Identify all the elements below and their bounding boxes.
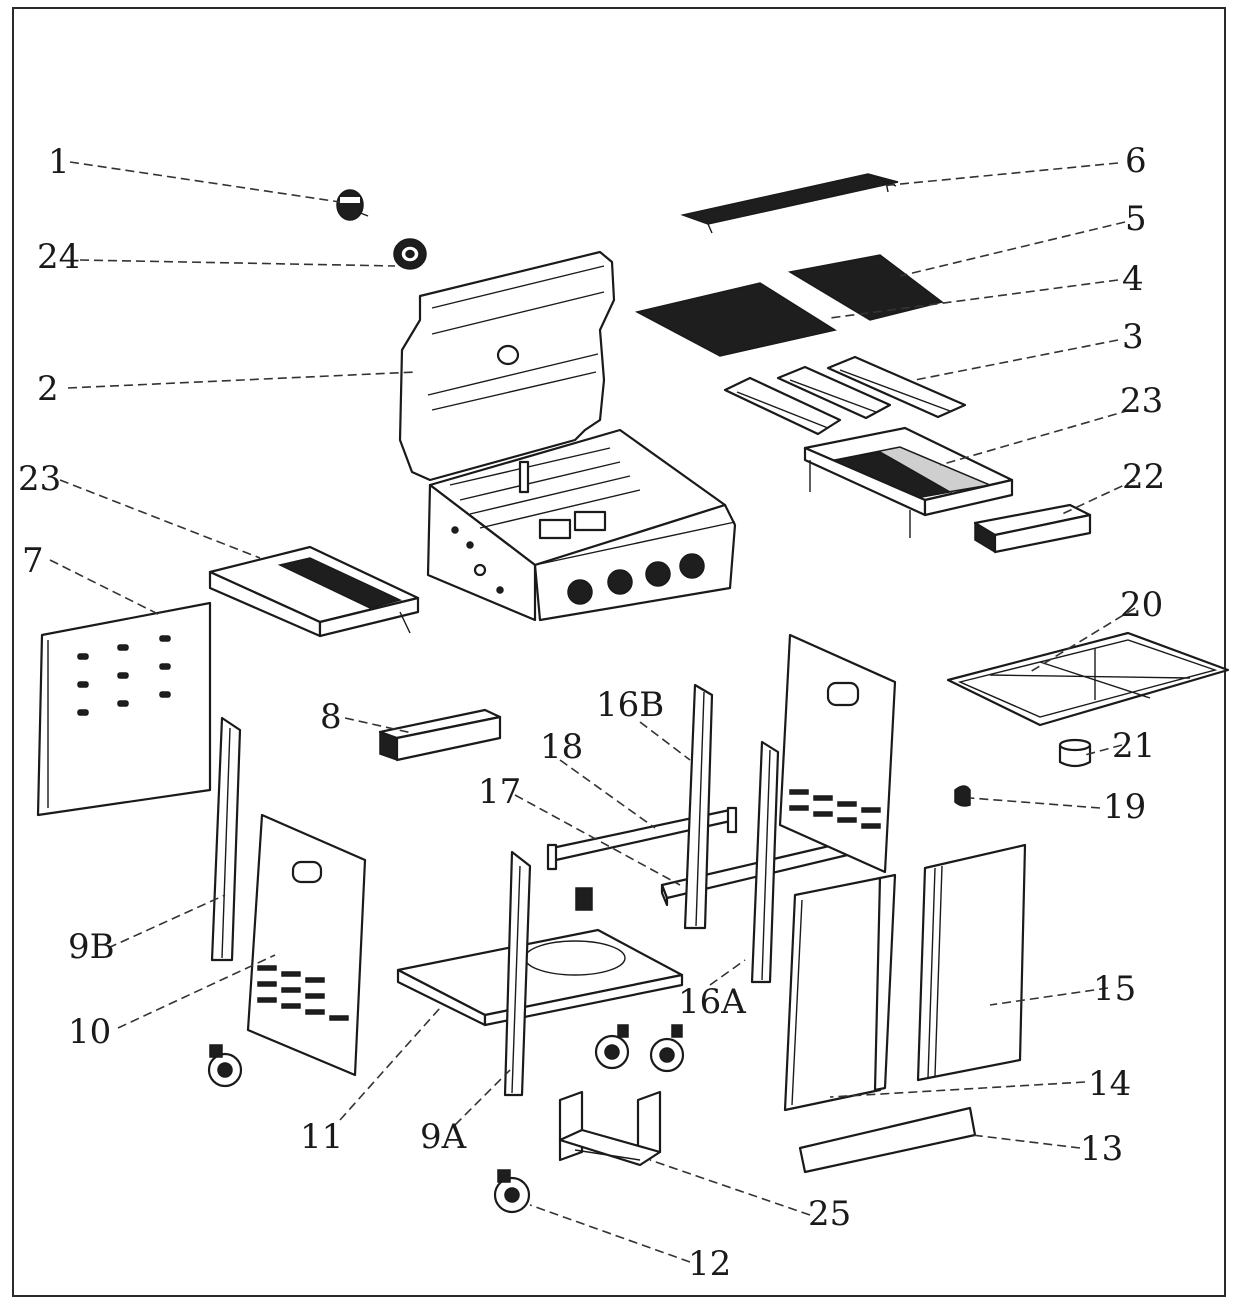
label-11: 11 xyxy=(300,1117,343,1157)
label-25: 25 xyxy=(808,1194,851,1234)
part-labels: 1 24 2 6 5 4 3 23 22 23 7 20 21 19 8 16B… xyxy=(18,141,1165,1284)
label-14: 14 xyxy=(1088,1064,1131,1104)
part-9A-leg xyxy=(503,850,532,1097)
part-3-flame-tamers xyxy=(723,355,967,436)
label-13: 13 xyxy=(1080,1129,1123,1169)
part-19-clip xyxy=(954,785,971,807)
part-15-door xyxy=(916,843,1027,1082)
part-23-side-shelf-left xyxy=(208,545,420,638)
part-4-cooking-grate xyxy=(634,282,837,357)
part-25-tank-holder xyxy=(558,1090,662,1167)
part-8-crossbar xyxy=(378,708,502,762)
part-22-control-box xyxy=(973,503,1092,554)
label-22: 22 xyxy=(1122,457,1165,497)
right-side-panel xyxy=(778,633,897,874)
part-11-bottom-shelf xyxy=(396,928,684,1027)
part-2-grill-head xyxy=(398,250,737,622)
part-14-door xyxy=(783,873,897,1112)
part-23-side-shelf-right xyxy=(803,426,1014,538)
label-15: 15 xyxy=(1093,969,1136,1009)
label-16A: 16A xyxy=(678,982,746,1022)
part-16B-leg xyxy=(683,683,714,930)
label-16B: 16B xyxy=(596,685,664,725)
label-1: 1 xyxy=(48,142,70,182)
label-18: 18 xyxy=(540,727,583,767)
label-4: 4 xyxy=(1122,259,1144,299)
label-9B: 9B xyxy=(68,927,115,967)
label-20: 20 xyxy=(1120,585,1163,625)
part-9B-leg xyxy=(210,716,242,962)
label-17: 17 xyxy=(478,772,521,812)
label-21: 21 xyxy=(1112,726,1155,766)
caster-left xyxy=(207,1044,243,1088)
label-7: 7 xyxy=(22,541,44,581)
part-12-caster xyxy=(493,1169,531,1214)
label-8: 8 xyxy=(320,697,342,737)
label-24: 24 xyxy=(37,237,80,277)
label-12: 12 xyxy=(688,1244,731,1284)
part-1-knob xyxy=(336,189,369,221)
leader-lines xyxy=(49,161,1136,1263)
label-10: 10 xyxy=(68,1012,111,1052)
label-19: 19 xyxy=(1103,787,1146,827)
label-9A: 9A xyxy=(420,1117,467,1157)
label-6: 6 xyxy=(1125,141,1147,181)
label-3: 3 xyxy=(1122,317,1144,357)
caster-middle-1 xyxy=(594,1024,630,1070)
label-23-right: 23 xyxy=(1120,381,1163,421)
part-13-kick-plate xyxy=(798,1106,977,1174)
part-7-back-panel xyxy=(36,601,212,817)
part-16A-leg xyxy=(750,740,780,984)
label-2: 2 xyxy=(37,369,59,409)
part-6-warming-rack xyxy=(680,173,899,234)
part-21-grease-cup xyxy=(1058,738,1092,768)
caster-middle-2 xyxy=(649,1024,685,1073)
bracket-clip xyxy=(575,887,593,911)
label-23-left: 23 xyxy=(18,459,61,499)
label-5: 5 xyxy=(1125,199,1147,239)
part-10-side-panel xyxy=(246,813,367,1077)
part-24-bezel xyxy=(393,238,427,270)
part-5-cooking-grate xyxy=(787,254,944,321)
part-20-drip-tray xyxy=(946,631,1230,727)
